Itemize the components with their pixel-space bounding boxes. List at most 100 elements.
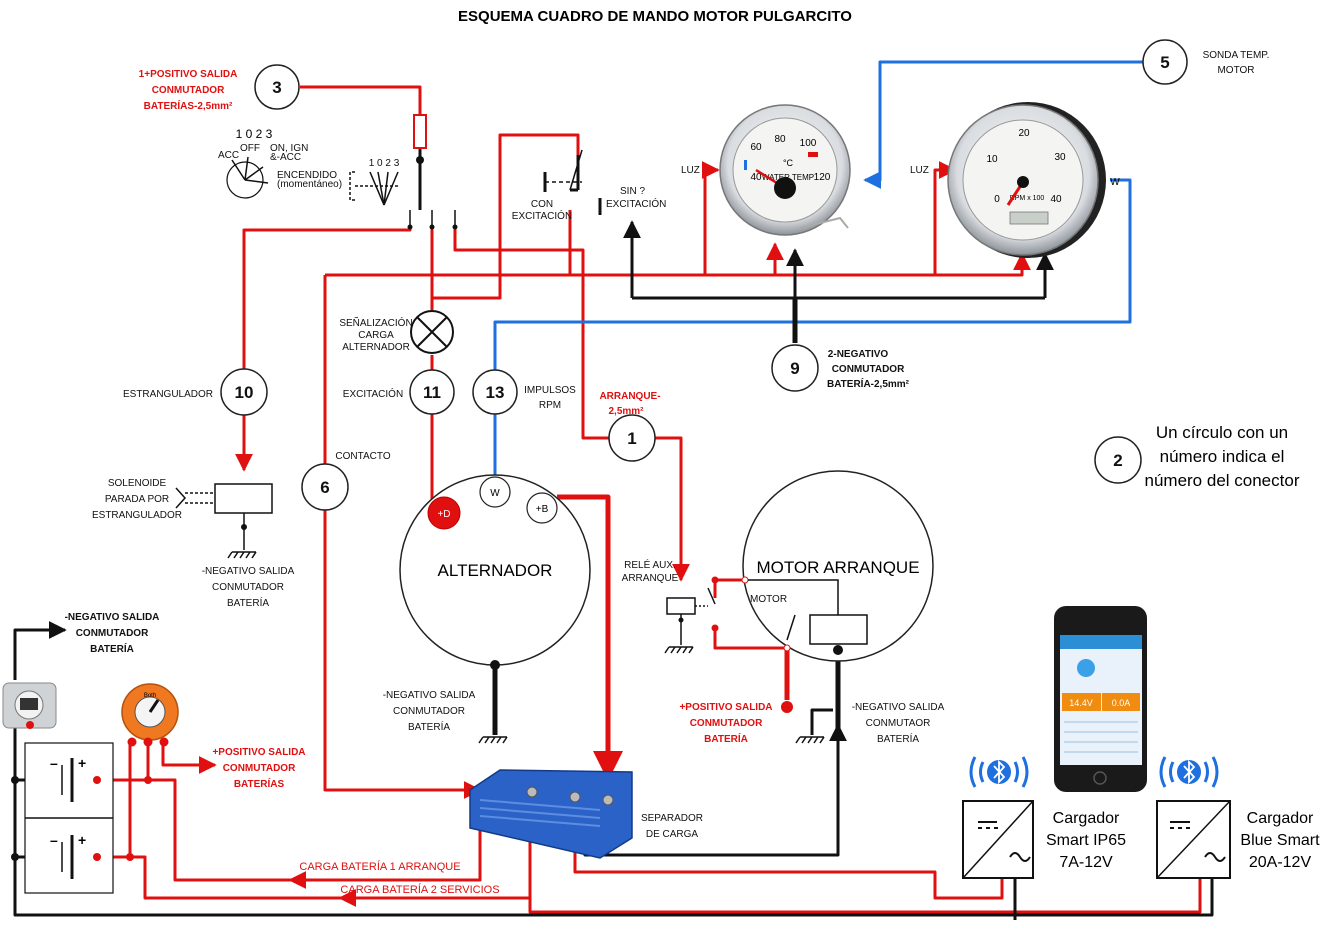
battery-separator	[469, 769, 633, 859]
luz-label-1: LUZ	[681, 165, 700, 176]
svg-text:+: +	[78, 832, 86, 848]
connector-13: 13	[472, 369, 518, 415]
svg-text:5: 5	[1160, 53, 1169, 72]
pos-motor-label: +POSITIVO SALIDA	[679, 702, 772, 713]
svg-text:CONMUTADOR: CONMUTADOR	[152, 85, 225, 96]
arranque-label: ARRANQUE-	[599, 391, 660, 402]
bluetooth-icon	[969, 756, 1029, 788]
svg-text:11: 11	[423, 383, 441, 402]
key-start-label: ENCENDIDO	[277, 170, 337, 181]
impulsos-label: IMPULSOS	[524, 385, 576, 396]
svg-text:60: 60	[750, 142, 762, 153]
cargador-2-label: Cargador	[1247, 810, 1314, 827]
pos-salida-label: 1+POSITIVO SALIDA	[139, 69, 238, 80]
connector-6: 6	[301, 463, 349, 511]
svg-text:20A-12V: 20A-12V	[1249, 854, 1312, 871]
svg-text:10: 10	[986, 154, 998, 165]
svg-text:CONMUTAOR: CONMUTAOR	[866, 718, 931, 729]
svg-text:–: –	[50, 832, 58, 848]
solenoide-label: SOLENOIDE	[108, 478, 167, 489]
svg-text:120: 120	[814, 172, 831, 183]
svg-text:80: 80	[774, 134, 786, 145]
battery-bank: – + – +	[11, 742, 152, 894]
connector-10: 10	[220, 368, 268, 416]
svg-text:7A-12V: 7A-12V	[1059, 854, 1113, 871]
svg-text:BATERÍA: BATERÍA	[877, 732, 919, 745]
negativo-9-label: 2-NEGATIVO	[828, 349, 889, 360]
svg-text:2,5mm²: 2,5mm²	[608, 406, 644, 417]
key-position-diagram: 1 0 2 3 ACC OFF ON, IGN &-ACC ENCENDIDO …	[218, 127, 342, 199]
tacho-w-terminal: W	[1110, 177, 1120, 188]
svg-text:DE CARGA: DE CARGA	[646, 829, 699, 840]
svg-text:Both: Both	[144, 693, 156, 699]
water-temp-gauge: 60 80 100 40 120 °C WATER TEMP	[719, 104, 851, 236]
legend-line-2: número indica el	[1160, 447, 1285, 466]
choke-solenoid	[175, 483, 273, 559]
connector-3: 3	[254, 64, 300, 110]
motor-label: MOTOR	[750, 594, 787, 605]
svg-text:BATERÍAS-2,5mm²: BATERÍAS-2,5mm²	[144, 99, 233, 112]
smartphone-app: 14.4V 0.0A	[1054, 606, 1147, 792]
connector-5: 5	[1142, 39, 1188, 85]
legend-line-1: Un círculo con un	[1156, 423, 1288, 442]
svg-text:6: 6	[320, 478, 329, 497]
contacto-label: CONTACTO	[335, 451, 390, 462]
svg-text:–: –	[50, 755, 58, 771]
charger-blue-smart	[1156, 800, 1231, 879]
battery-isolator-switch	[2, 682, 57, 729]
estrangulador-label: ESTRANGULADOR	[123, 389, 213, 400]
svg-text:CONMUTADOR: CONMUTADOR	[832, 364, 905, 375]
svg-text:ALTERNADOR: ALTERNADOR	[342, 342, 410, 353]
ignition-switch-symbol: 1 0 2 3	[349, 158, 458, 230]
alt-d-terminal: +D	[437, 509, 450, 520]
key-acc-label: ACC	[218, 150, 239, 161]
svg-text:ARRANQUE: ARRANQUE	[622, 573, 679, 584]
alt-b-terminal: +B	[536, 504, 549, 515]
bluetooth-icon	[1159, 756, 1219, 788]
starter-motor-label: MOTOR ARRANQUE	[756, 558, 919, 577]
svg-text:100: 100	[800, 138, 817, 149]
svg-text:BATERÍAS: BATERÍAS	[234, 777, 285, 790]
svg-text:40: 40	[750, 172, 762, 183]
page-title: ESQUEMA CUADRO DE MANDO MOTOR PULGARCITO	[458, 8, 852, 25]
alt-w-terminal: W	[490, 488, 500, 499]
svg-text:BATERÍA: BATERÍA	[90, 642, 134, 655]
svg-text:BATERÍA-2,5mm²: BATERÍA-2,5mm²	[827, 377, 910, 390]
neg-alternador-label: -NEGATIVO SALIDA	[383, 690, 476, 701]
excitacion-label: EXCITACIÓN	[343, 387, 403, 400]
starter-motor: MOTOR ARRANQUE MOTOR	[741, 470, 934, 744]
key-acc2-label: &-ACC	[270, 152, 301, 163]
svg-text:3: 3	[272, 78, 281, 97]
svg-text:CARGA: CARGA	[358, 330, 394, 341]
svg-text:40: 40	[1050, 194, 1062, 205]
svg-text:13: 13	[486, 383, 505, 402]
svg-text:CONMUTADOR: CONMUTADOR	[393, 706, 465, 717]
pos-bateria-label: +POSITIVO SALIDA	[212, 747, 305, 758]
svg-text:EXCITACIÓN: EXCITACIÓN	[606, 197, 666, 210]
senalizacion-label: SEÑALIZACIÓN	[339, 316, 412, 329]
luz-label-2: LUZ	[910, 165, 929, 176]
svg-text:CONMUTADOR: CONMUTADOR	[690, 718, 763, 729]
svg-text:PARADA POR: PARADA POR	[105, 494, 169, 505]
charge-warning-lamp	[410, 310, 454, 354]
charger-ip65	[962, 800, 1034, 879]
connector-9: 9	[771, 344, 819, 392]
sin-excitacion-label: SIN ?	[620, 186, 645, 197]
alternator: ALTERNADOR +D W +B	[399, 474, 591, 744]
connector-11: 11	[409, 369, 455, 415]
alternator-label: ALTERNADOR	[438, 561, 553, 580]
key-mini-label: 1 0 2 3	[369, 158, 400, 169]
carga-2-label: CARGA BATERÍA 2 SERVICIOS	[340, 883, 499, 896]
key-positions-label: 1 0 2 3	[236, 127, 273, 141]
svg-text:30: 30	[1054, 152, 1066, 163]
svg-text:0: 0	[994, 194, 1000, 205]
svg-text:MOTOR: MOTOR	[1217, 65, 1254, 76]
svg-text:BATERÍA: BATERÍA	[227, 596, 269, 609]
svg-text:CONMUTADOR: CONMUTADOR	[212, 582, 284, 593]
con-excitacion-label: CON	[531, 199, 553, 210]
key-momentary-label: (momentáneo)	[277, 179, 342, 190]
fuse	[413, 114, 427, 149]
phone-voltage: 14.4V	[1069, 698, 1093, 708]
